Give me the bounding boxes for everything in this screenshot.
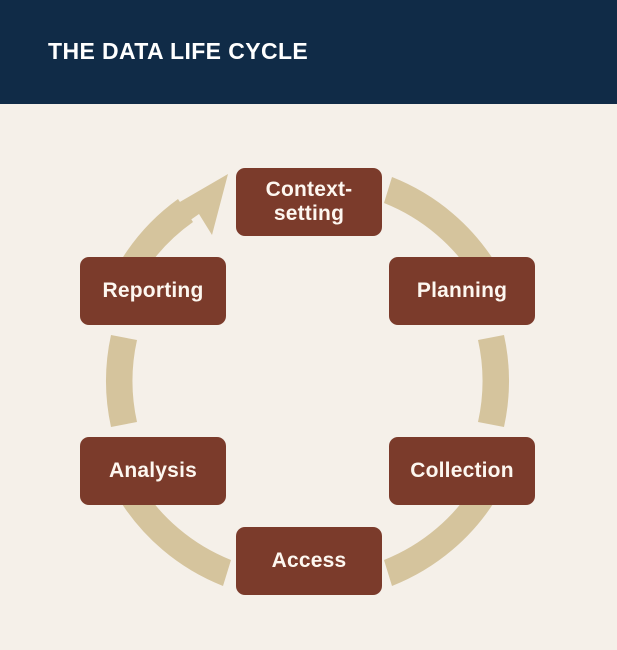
cycle-connectors [106,174,509,586]
node-context-setting-line1: Context- [265,178,353,202]
page-title: THE DATA LIFE CYCLE [48,38,309,64]
arrowhead-icon [166,174,228,235]
node-collection[interactable]: Collection [389,437,535,505]
connector-context-to-planning [384,177,498,281]
node-reporting[interactable]: Reporting [80,257,226,325]
connector-analysis-to-reporting [106,335,137,427]
connector-planning-to-collection [478,335,509,427]
node-access[interactable]: Access [236,527,382,595]
cycle-diagram: Context- setting Planning Collection Acc… [0,104,617,650]
node-collection-label: Collection [410,459,514,483]
connector-collection-to-access [384,482,498,586]
node-analysis[interactable]: Analysis [80,437,226,505]
node-planning[interactable]: Planning [389,257,535,325]
node-access-label: Access [271,549,347,573]
node-planning-label: Planning [416,279,508,303]
connector-access-to-analysis [117,482,231,586]
node-reporting-label: Reporting [102,279,204,303]
node-context-setting-line2: setting [273,202,345,225]
node-analysis-label: Analysis [109,459,197,483]
node-context-setting[interactable]: Context- setting [236,168,382,236]
header-bar: THE DATA LIFE CYCLE [0,0,617,104]
